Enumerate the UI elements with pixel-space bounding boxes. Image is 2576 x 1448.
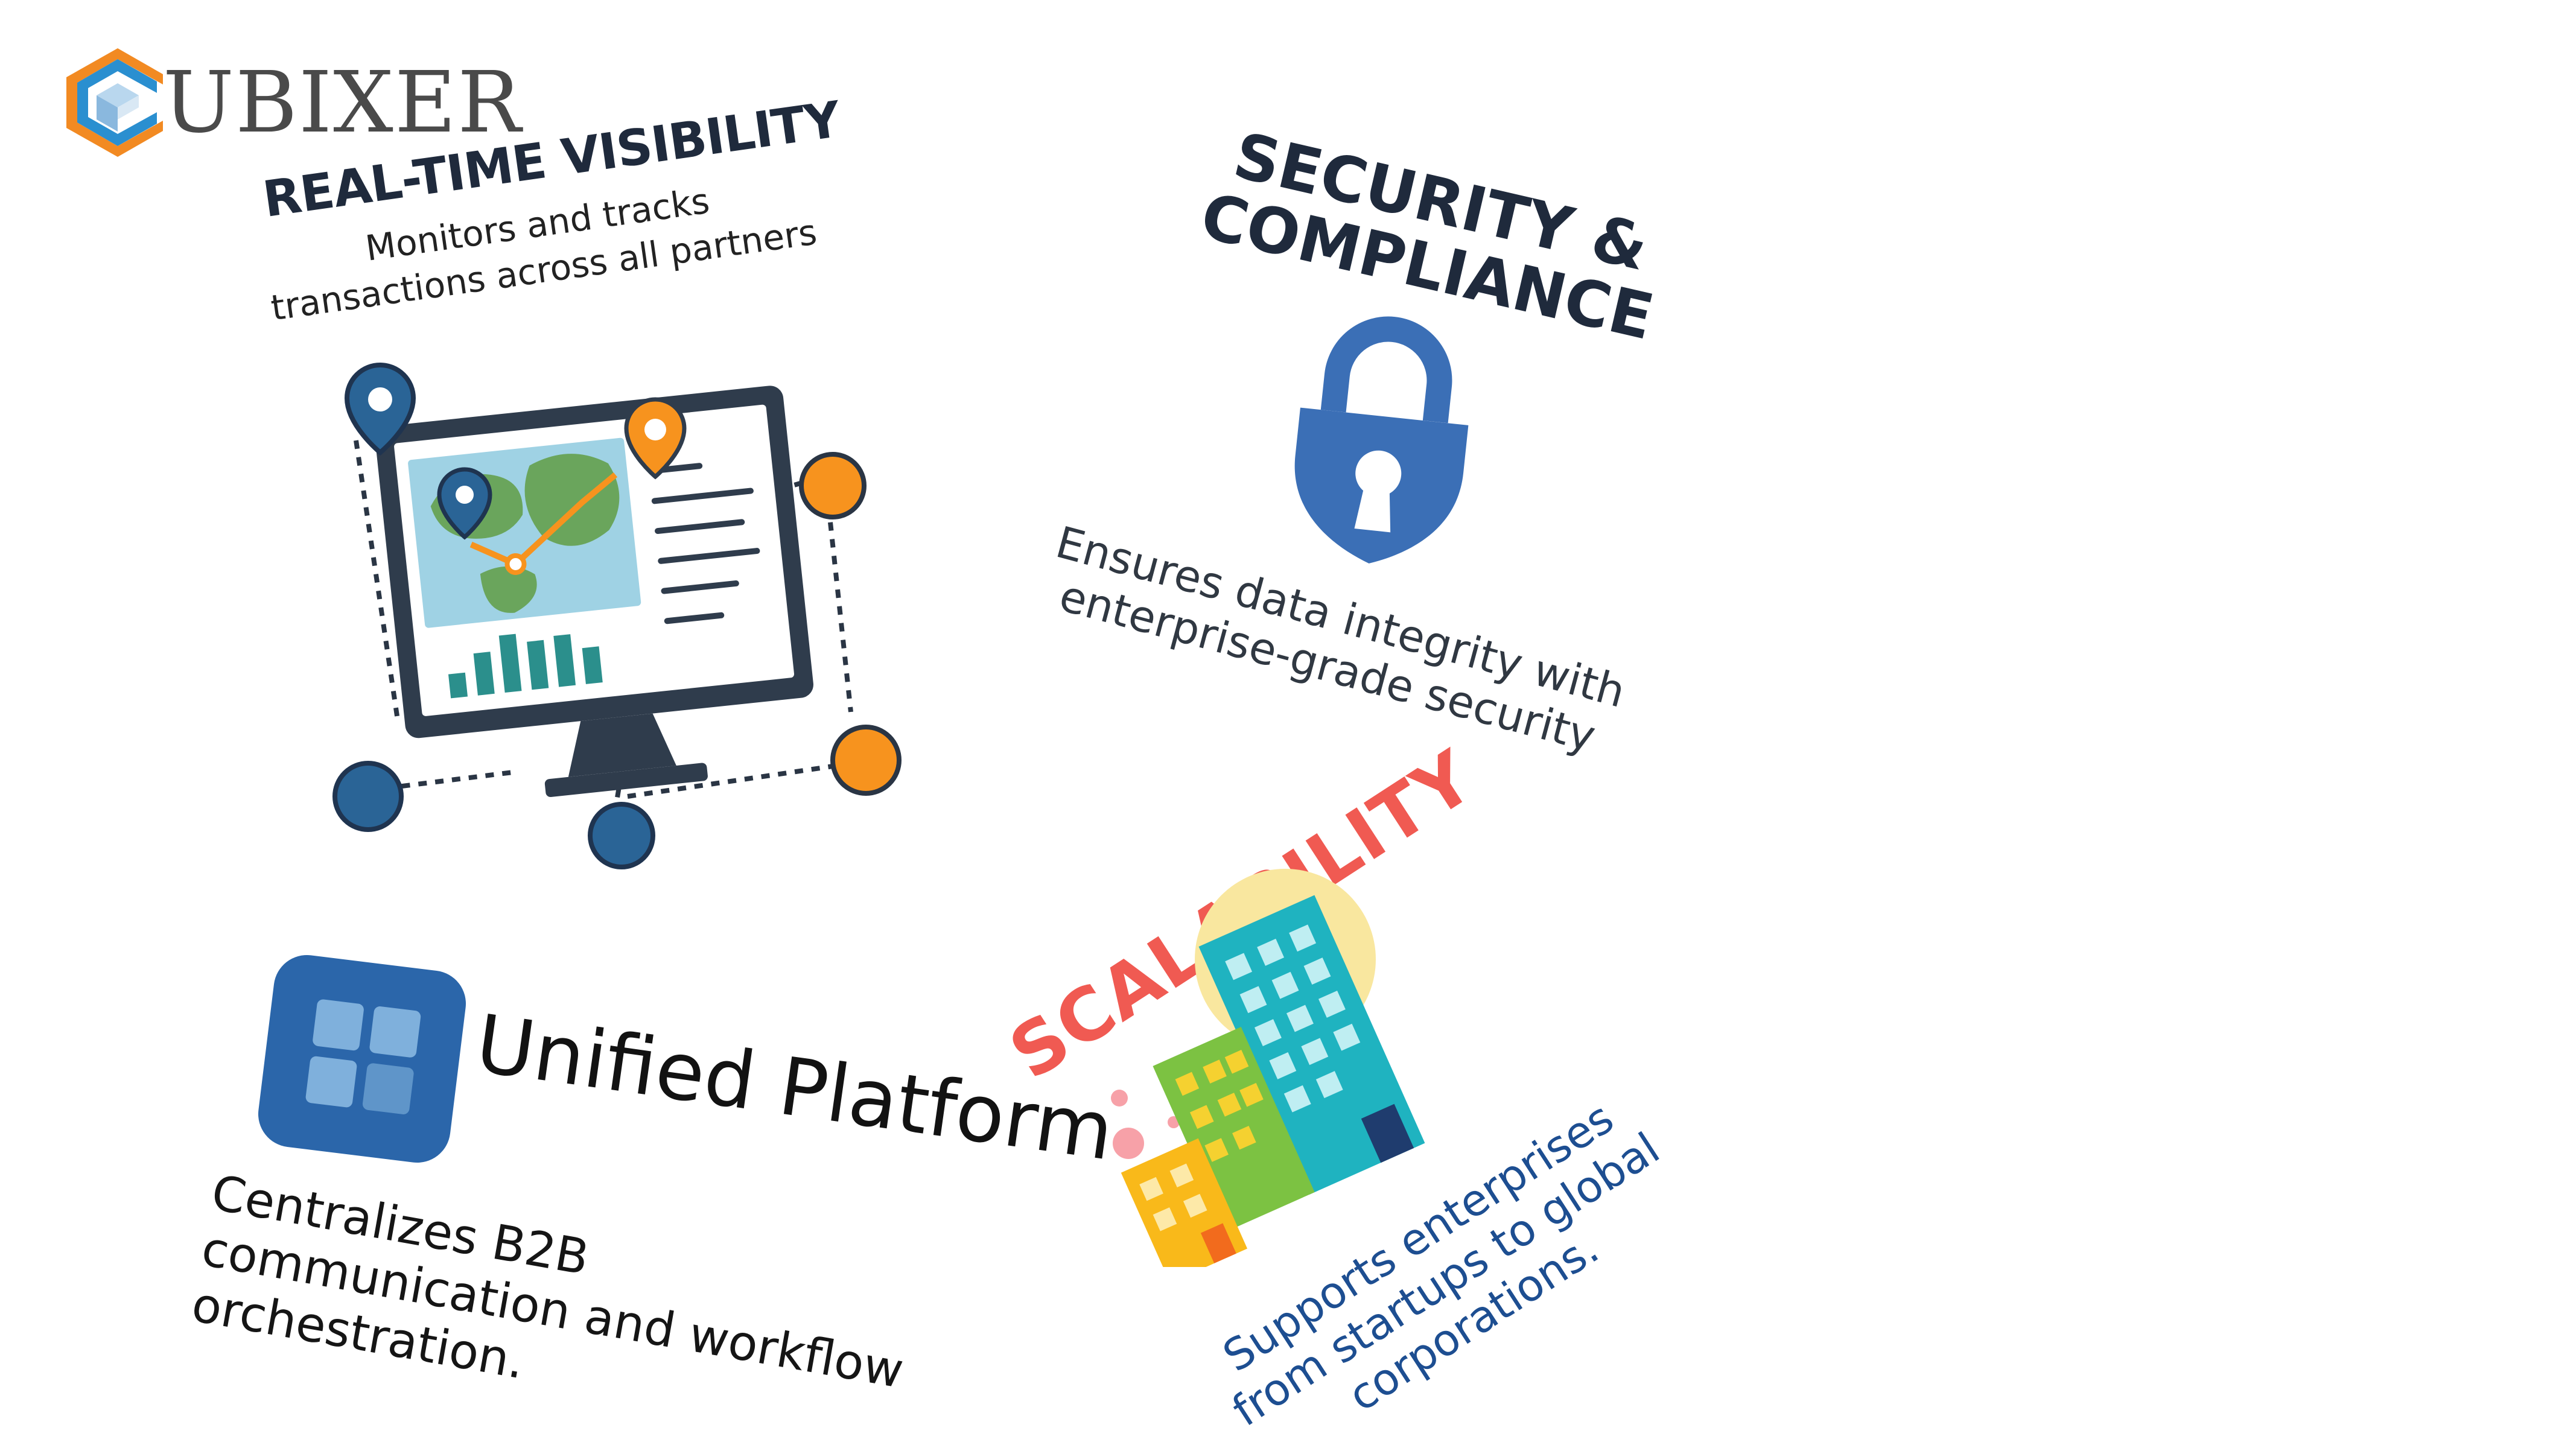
padlock-icon [1294, 316, 1469, 564]
monitor-map-network-icon [332, 363, 902, 869]
buildings-icon [1111, 869, 1425, 1267]
cube-logo-icon [66, 48, 163, 157]
unified-platform-description: Centralizes B2B communication and workfl… [188, 1164, 908, 1399]
grid-app-icon [258, 954, 466, 1163]
logo-wordmark: UBIXER [163, 54, 523, 152]
brand-logo: UBIXER [66, 48, 525, 157]
